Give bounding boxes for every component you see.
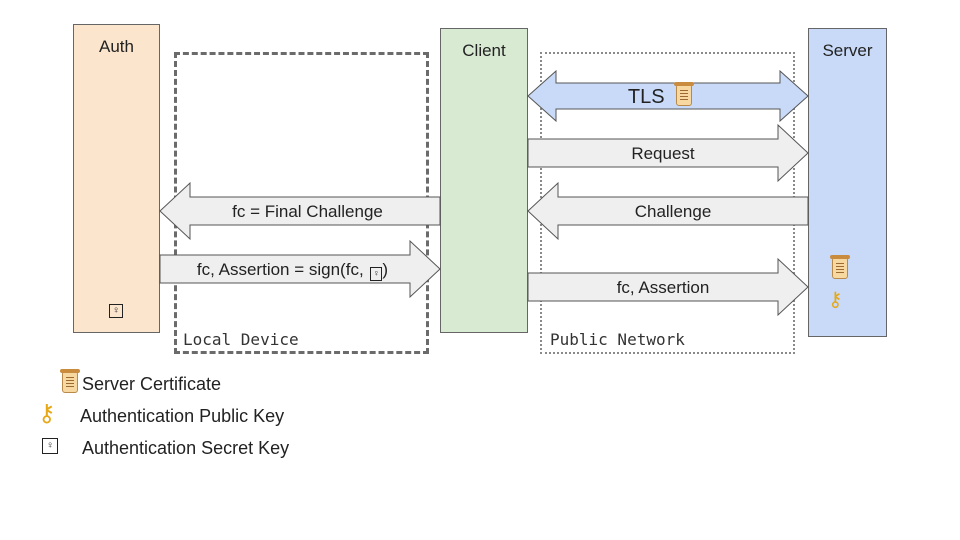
certificate-icon <box>830 255 850 279</box>
request-label: Request <box>631 144 695 163</box>
tls-label: TLS <box>600 82 720 109</box>
request-arrow <box>527 123 809 183</box>
fc-assertion-label: fc, Assertion <box>616 278 710 297</box>
server-title: Server <box>822 41 873 60</box>
final-challenge-label: fc = Final Challenge <box>232 202 383 221</box>
secret-key-icon: ♀ <box>42 438 58 454</box>
assertion-sign-text: fc, Assertion = sign(fc, <box>196 260 369 279</box>
key-icon: ⚷ <box>828 289 843 311</box>
secret-key-icon: ♀ <box>370 267 383 281</box>
challenge-arrow <box>527 181 809 241</box>
tls-text: TLS <box>627 86 665 108</box>
certificate-icon <box>674 82 695 106</box>
assertion-sign-arrow <box>159 239 441 299</box>
auth-title: Auth <box>99 37 134 56</box>
tls-arrow <box>527 69 809 123</box>
auth-lane: Auth <box>73 24 160 333</box>
client-title: Client <box>462 41 506 60</box>
certificate-icon <box>60 369 81 393</box>
legend-server-certificate: Server Certificate <box>82 374 222 394</box>
assertion-sign-label: fc, Assertion = sign(fc, ♀) <box>170 260 415 281</box>
fc-assertion-arrow <box>527 257 809 317</box>
assertion-sign-close: ) <box>382 260 389 279</box>
final-challenge-arrow <box>159 181 441 241</box>
client-lane: Client <box>440 28 528 333</box>
challenge-label: Challenge <box>634 202 712 221</box>
server-lane: Server <box>808 28 887 337</box>
secret-key-icon: ♀ <box>109 304 123 318</box>
key-icon: ⚷ <box>38 400 56 427</box>
legend-auth-public-key: Authentication Public Key <box>80 406 285 426</box>
local-device-label: Local Device <box>183 330 299 349</box>
legend-auth-secret-key: Authentication Secret Key <box>82 438 290 458</box>
public-network-label: Public Network <box>550 330 685 349</box>
